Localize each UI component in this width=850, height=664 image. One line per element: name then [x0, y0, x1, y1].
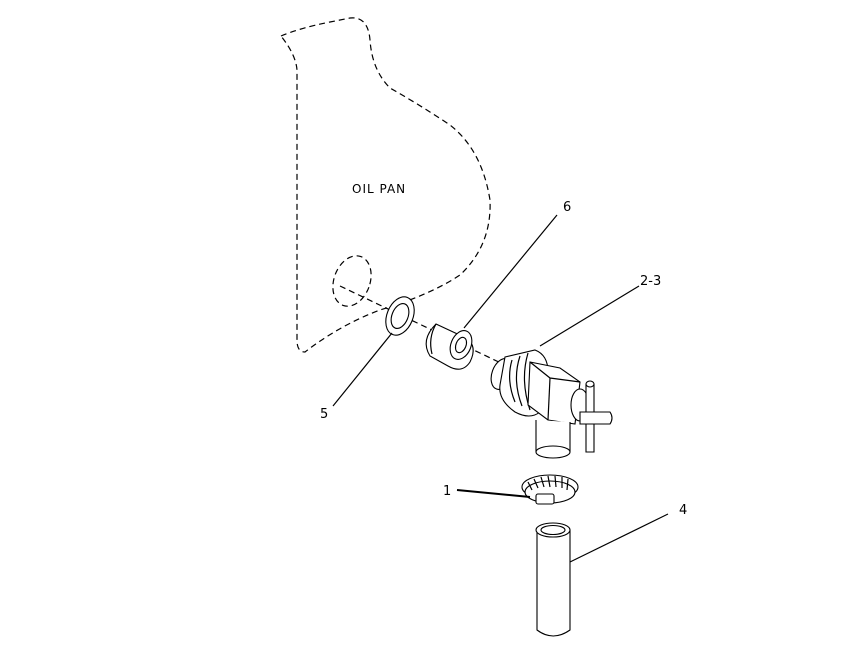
assembly-centerline: [339, 285, 506, 366]
leader-4: [569, 513, 669, 563]
part-4-hose: [535, 522, 571, 637]
part-1-hose-clamp: [521, 474, 579, 505]
callout-1: 1: [443, 484, 451, 499]
callout-5: 5: [320, 407, 328, 422]
callout-4: 4: [679, 503, 687, 518]
oil-pan-outline: [280, 17, 491, 353]
part-6-adapter: [425, 323, 474, 370]
callout-6: 6: [563, 200, 571, 215]
oil-pan-label: OIL PAN: [352, 182, 406, 196]
callout-2-3: 2-3: [640, 274, 661, 289]
part-5-washer: [385, 296, 415, 336]
part-2-3-drain-valve: [490, 349, 613, 459]
leader-2-3: [539, 285, 640, 347]
leader-6: [463, 214, 558, 329]
leader-1: [456, 489, 531, 498]
leader-5: [332, 332, 393, 407]
